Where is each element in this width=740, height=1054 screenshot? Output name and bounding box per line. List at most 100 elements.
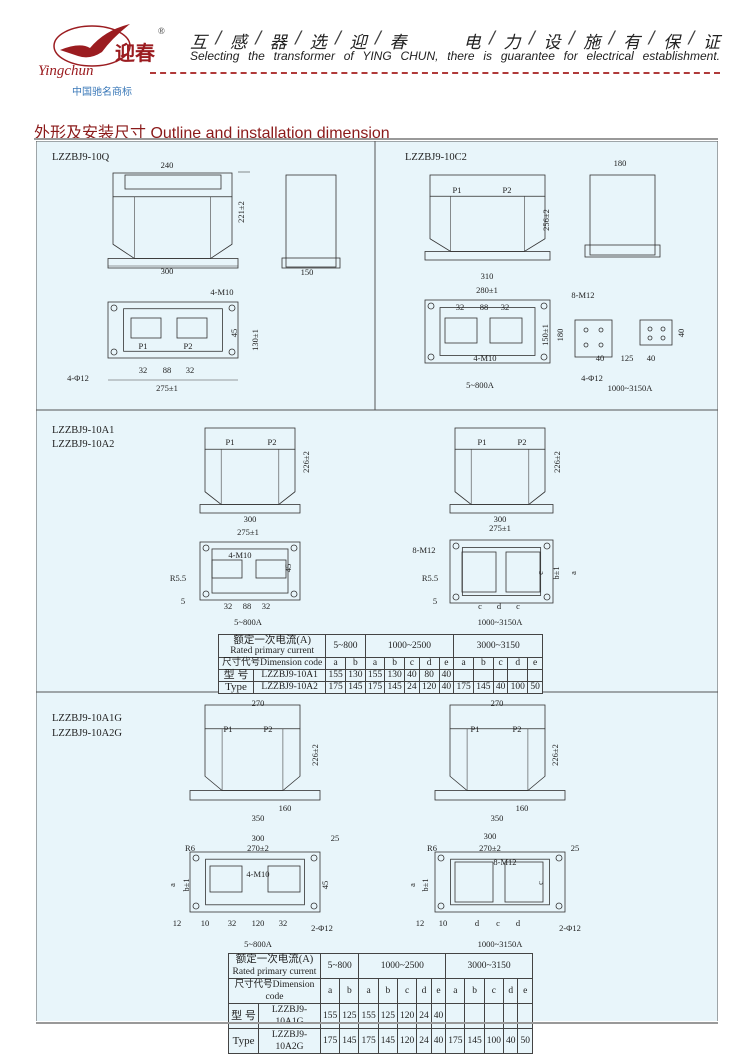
value-cell: 175 [319, 1028, 341, 1054]
model-cell: LZZBJ9-10A1G [258, 1003, 321, 1029]
dimension-label: 4-M10 [210, 287, 233, 297]
slogan-separator: / [295, 28, 302, 48]
panel-model-title: LZZBJ9-10A2 [52, 439, 114, 450]
dimension-label: 226±2 [552, 451, 562, 473]
dimension-label: 5 [181, 596, 185, 606]
base-plate [424, 251, 551, 261]
dimension-label: b±1 [551, 566, 561, 579]
dimension-code: b [384, 657, 406, 670]
dimension-label: R6 [427, 843, 437, 853]
dimension-label: 1000~3150A [478, 617, 524, 627]
bolt-hole [583, 327, 589, 333]
slogan-char: 器 [269, 33, 287, 53]
dimension-label: c [516, 601, 520, 611]
current-range: 3000~3150 [453, 634, 543, 658]
drawing-panel [36, 141, 376, 411]
dimension-label: 45 [320, 881, 330, 890]
type-label: 型 号 [227, 1003, 260, 1029]
type-label: 型 号 [218, 669, 254, 682]
value-cell: 175 [358, 1028, 379, 1054]
dimension-label: 4-M10 [473, 353, 496, 363]
dimension-label: a [568, 571, 578, 575]
value-cell [492, 669, 509, 682]
value-cell: 155 [319, 1003, 341, 1029]
terminal-p2 [176, 317, 208, 339]
value-cell [483, 1003, 504, 1029]
value-cell: 175 [445, 1028, 466, 1054]
dimension-label: 32 [279, 918, 288, 928]
dimension-code: d [418, 657, 440, 670]
bolt-hole [437, 902, 445, 910]
value-cell [464, 1003, 485, 1029]
mounting-base [434, 851, 566, 913]
top-housing [429, 174, 546, 197]
value-cell: 145 [345, 681, 366, 694]
dimension-label: d [475, 918, 480, 928]
mounting-base [199, 541, 301, 601]
panel-model-title: LZZBJ9-10A1G [52, 713, 122, 724]
dimension-label: 4-Φ12 [581, 373, 603, 383]
rated-cn: 额定一次电流(A) [235, 954, 314, 965]
bolt-hole [110, 304, 118, 312]
dimension-code: b [377, 978, 398, 1004]
dimension-label: c [535, 881, 545, 885]
terminal-p1 [444, 317, 478, 344]
value-cell: 100 [483, 1028, 504, 1054]
dimension-label: 4-Φ12 [67, 373, 89, 383]
panel-model-title: LZZBJ9-10C2 [405, 152, 467, 163]
bolt-hole [660, 335, 666, 341]
value-cell: 40 [404, 669, 420, 682]
dimension-label: P2 [184, 341, 193, 351]
brand-cn: 迎春 [115, 41, 156, 65]
type-label: Type [227, 1028, 260, 1054]
slogan-char: 施 [583, 33, 601, 53]
value-cell [507, 669, 529, 682]
dimension-label: R5.5 [170, 573, 186, 583]
mounting-base [449, 539, 554, 604]
dimension-code: a [445, 978, 466, 1004]
bolt-hole [310, 902, 318, 910]
drawing-panel [374, 141, 718, 411]
value-cell: 40 [438, 681, 455, 694]
body-outline [450, 858, 550, 906]
yingchun-logo: 迎春 Yingchun ® [38, 24, 165, 79]
dimension-code: a [325, 657, 346, 670]
dimension-label: 32 [186, 365, 195, 375]
dimension-label: 2-Φ12 [311, 923, 333, 933]
dimension-label: P2 [268, 437, 277, 447]
dimension-label: 221±2 [236, 201, 246, 223]
dimension-label: 10 [439, 918, 448, 928]
dimension-label: P2 [503, 185, 512, 195]
value-cell [517, 1003, 533, 1029]
dimension-label: 1000~3150A [478, 939, 524, 949]
dimension-code: e [517, 978, 533, 1004]
rated-en: Rated primary current [230, 646, 315, 656]
model-cell: LZZBJ9-10A2G [258, 1028, 321, 1054]
dimension-label: 88 [243, 601, 252, 611]
dimension-label: 1000~3150A [608, 383, 654, 393]
header-dashed-divider [150, 72, 720, 74]
bolt-hole [452, 542, 460, 550]
code-en: Dimension code [265, 980, 315, 1002]
dimension-label: P1 [224, 724, 233, 734]
slogan-separator: / [255, 28, 262, 48]
mounting-base [424, 299, 551, 364]
dimension-code: a [319, 978, 341, 1004]
dimension-code: e [438, 657, 455, 670]
value-cell: 50 [517, 1028, 533, 1054]
dimension-label: c [535, 571, 545, 575]
dimension-label: 275±1 [489, 523, 511, 533]
terminal-p2 [489, 317, 523, 344]
side-view [285, 174, 337, 268]
dimension-label: 300 [244, 514, 257, 524]
bolt-hole [543, 542, 551, 550]
dimension-label: 40 [596, 353, 605, 363]
dimension-code: a [453, 657, 474, 670]
dimension-label: 5 [433, 596, 437, 606]
bolt-hole [540, 302, 548, 310]
slogan-char: 设 [543, 33, 561, 53]
base-plate [449, 504, 554, 514]
